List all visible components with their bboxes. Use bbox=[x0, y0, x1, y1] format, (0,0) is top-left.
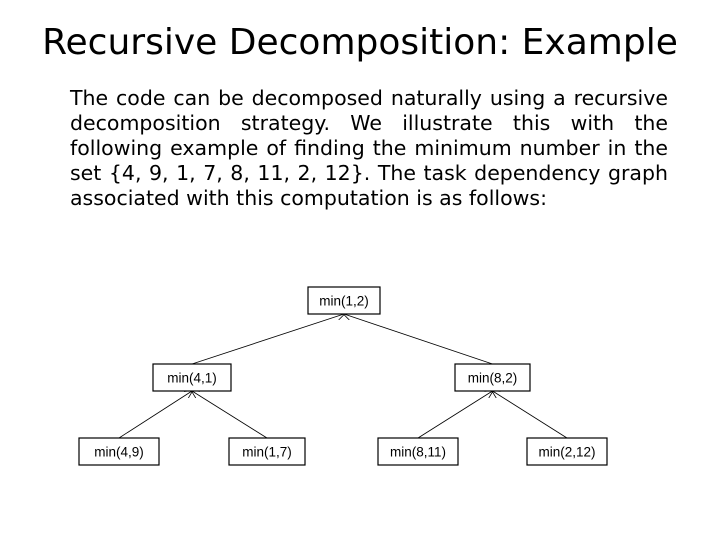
graph-node-box bbox=[454, 363, 531, 392]
graph-node-box bbox=[307, 286, 381, 315]
graph-node-box bbox=[526, 437, 608, 466]
graph-node-label: min(8,11) bbox=[390, 445, 446, 460]
graph-node-label: min(2,12) bbox=[538, 445, 595, 460]
graph-edge-rr-to-right bbox=[493, 391, 568, 439]
graph-node-box bbox=[377, 437, 459, 466]
graph-edge-left-to-root bbox=[191, 314, 344, 365]
graph-node-right: min(8,2) bbox=[454, 363, 531, 392]
graph-node-label: min(4,9) bbox=[94, 445, 144, 460]
graph-node-left: min(4,1) bbox=[152, 363, 232, 392]
graph-edge-lr-to-left bbox=[192, 391, 268, 439]
graph-node-ll: min(4,9) bbox=[78, 437, 160, 466]
graph-node-label: min(1,2) bbox=[319, 294, 369, 309]
graph-node-label: min(8,2) bbox=[468, 371, 518, 386]
graph-node-label: min(4,1) bbox=[167, 371, 217, 386]
graph-node-box bbox=[152, 363, 232, 392]
graph-node-lr: min(1,7) bbox=[228, 437, 306, 466]
graph-node-rr: min(2,12) bbox=[526, 437, 608, 466]
slide-title: Recursive Decomposition: Example bbox=[42, 22, 678, 63]
graph-edge-right-to-root bbox=[344, 314, 493, 365]
graph-node-box bbox=[228, 437, 306, 466]
graph-edge-rl-to-right bbox=[417, 391, 493, 439]
graph-edge-ll-to-left bbox=[118, 391, 192, 439]
graph-node-rl: min(8,11) bbox=[377, 437, 459, 466]
graph-node-label: min(1,7) bbox=[242, 445, 292, 460]
slide-body-text: The code can be decomposed naturally usi… bbox=[70, 86, 668, 210]
graph-node-root: min(1,2) bbox=[307, 286, 381, 315]
graph-node-box bbox=[78, 437, 160, 466]
